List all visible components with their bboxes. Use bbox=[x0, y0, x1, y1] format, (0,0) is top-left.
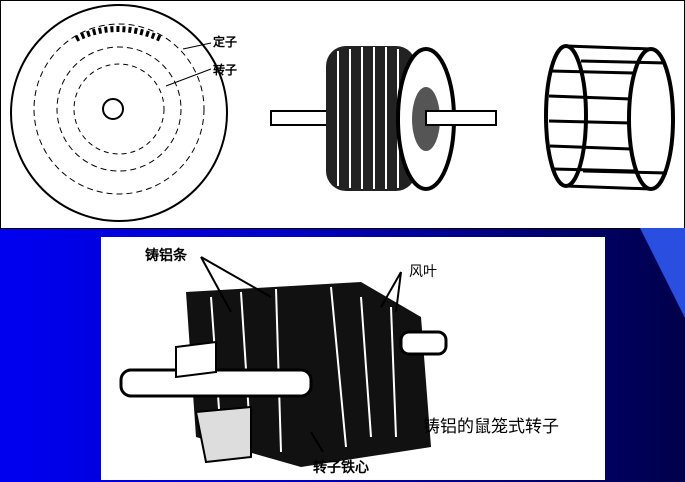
cast-aluminum-bars-label: 铸铝条 bbox=[145, 248, 187, 264]
rotor-label: 转子 bbox=[213, 63, 238, 77]
top-figure-panel: 定子 转子 bbox=[0, 0, 685, 229]
cast-aluminum-rotor-figure: 铸铝条 风叶 转子铁心 铸铝的鼠笼式转子 bbox=[101, 237, 605, 480]
stator-label: 定子 bbox=[213, 35, 238, 49]
rotor-core-label: 转子铁心 bbox=[313, 460, 369, 476]
assembled-rotor-drawing bbox=[270, 46, 497, 191]
cast-aluminum-rotor-drawing bbox=[119, 256, 448, 467]
decorative-triangle bbox=[640, 228, 685, 318]
figure-caption: 铸铝的鼠笼式转子 bbox=[423, 417, 559, 437]
squirrel-cage-drawing bbox=[544, 44, 675, 191]
stator-rotor-cross-section bbox=[10, 4, 228, 222]
fan-blades-label: 风叶 bbox=[409, 264, 437, 280]
